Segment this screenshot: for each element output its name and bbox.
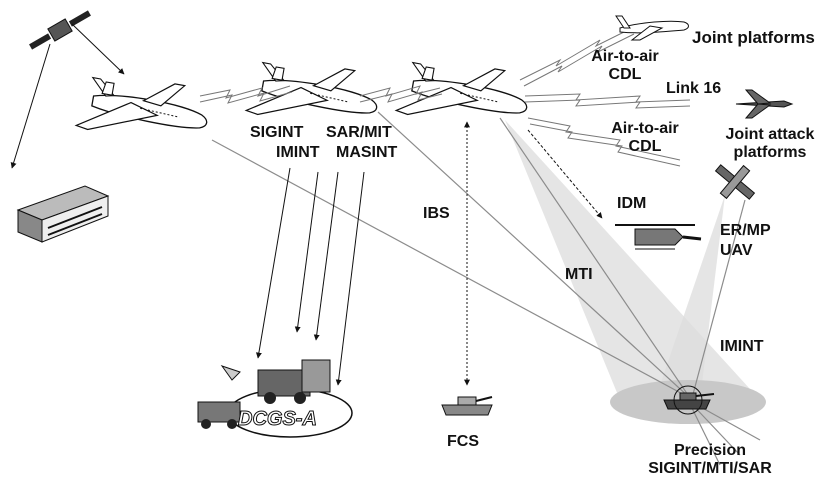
fighter-jet-icon (735, 89, 794, 119)
arrow-sigint (255, 167, 291, 359)
precision-label: Precision (673, 442, 747, 459)
joint-links (519, 27, 691, 167)
mti-cone (505, 120, 760, 400)
dcgs-a-ground-station-icon (197, 359, 353, 438)
fcs-vehicle-icon (441, 396, 493, 416)
line-uav-target (691, 199, 746, 399)
arrow-plane3-idm (527, 129, 603, 219)
isr-aircraft-1-icon (75, 67, 213, 151)
fcs-label: FCS (447, 433, 479, 450)
cdl-label-1: CDL (608, 66, 642, 83)
air-to-air-label-2: Air-to-air (611, 120, 679, 137)
sensor-cones (505, 120, 766, 424)
cdl-label-2: CDL (628, 138, 662, 155)
uav-icon (714, 164, 756, 200)
er-mp-label: ER/MP (720, 222, 771, 239)
imint-label-left: IMINT (276, 144, 320, 161)
joint-aircraft-icon (615, 15, 689, 41)
isr-aircraft-2-icon (245, 52, 383, 136)
precision-ray-3 (687, 399, 721, 466)
imint-label-right: IMINT (720, 338, 764, 355)
satellite-icon (29, 10, 91, 50)
precision-modes-label: SIGINT/MTI/SAR (648, 460, 772, 477)
air-to-air-label-1: Air-to-air (591, 48, 659, 65)
helicopter-icon (615, 224, 702, 250)
arrow-satellite-building (10, 43, 51, 169)
masint-label: MASINT (336, 144, 398, 161)
arrow-masint (335, 171, 365, 386)
line-plane2-target (377, 111, 691, 399)
building-icon (16, 185, 110, 243)
downlink-arrows (255, 167, 365, 386)
target-tank-icon (663, 385, 715, 415)
sar-mit-label: SAR/MIT (326, 124, 392, 141)
sigint-label: SIGINT (250, 124, 304, 141)
mti-label: MTI (565, 266, 593, 283)
uav-label: UAV (720, 242, 753, 259)
line-plane1-target (211, 139, 691, 399)
ibs-label: IBS (423, 205, 450, 222)
arrow-sar-mit (313, 171, 339, 341)
idm-label: IDM (617, 195, 647, 212)
line-plane3-target (499, 117, 691, 399)
uav-cone (655, 195, 725, 400)
joint-attack-label: Joint attack (725, 126, 815, 143)
dcgs-a-label: DCGS-A (238, 408, 318, 430)
aircraft-links (199, 85, 443, 104)
arrow-imint (294, 171, 319, 333)
link-lines (211, 111, 761, 466)
arrow-satellite-plane1 (71, 23, 125, 75)
platforms-label: platforms (733, 144, 807, 161)
link-16-label: Link 16 (666, 80, 722, 97)
joint-platforms-label: Joint platforms (692, 28, 815, 47)
